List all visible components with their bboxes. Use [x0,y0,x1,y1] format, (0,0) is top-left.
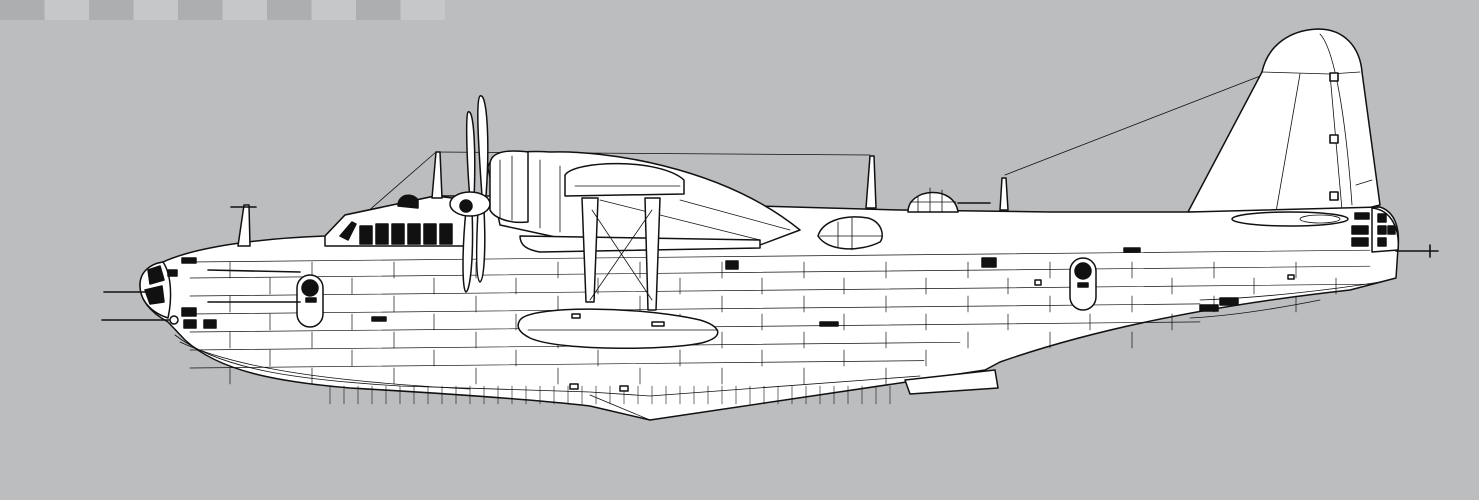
plate-seam [189,249,1371,263]
wing-engines [487,150,883,253]
tail-rear-step [1189,281,1381,319]
tail-fin [1187,28,1381,213]
tail-turret [1371,207,1439,258]
keel [174,334,999,421]
side-ports [296,212,1370,392]
dorsal-turret [230,151,1009,247]
checker-cell [400,0,445,20]
checker-cell [356,0,401,20]
checker-cell [178,0,223,20]
nose-turret [101,257,217,329]
checker-strip [0,0,445,20]
plate-seam [189,360,925,369]
checker-cell [0,0,45,20]
checker-cell [311,0,356,20]
plate-seam [189,283,1371,297]
checker-cell [89,0,134,20]
plate-seam [189,265,1371,279]
checker-cell [44,0,89,20]
plate-seam [189,303,1201,315]
propeller [449,95,491,293]
checker-cell [267,0,312,20]
tailplane [1231,211,1349,227]
aircraft-drawing [101,28,1439,421]
cockpit-canopy [324,194,471,247]
checker-cell [133,0,178,20]
wingtip-float [517,197,719,349]
bow-gun-rails [207,269,301,303]
checker-cell [222,0,267,20]
